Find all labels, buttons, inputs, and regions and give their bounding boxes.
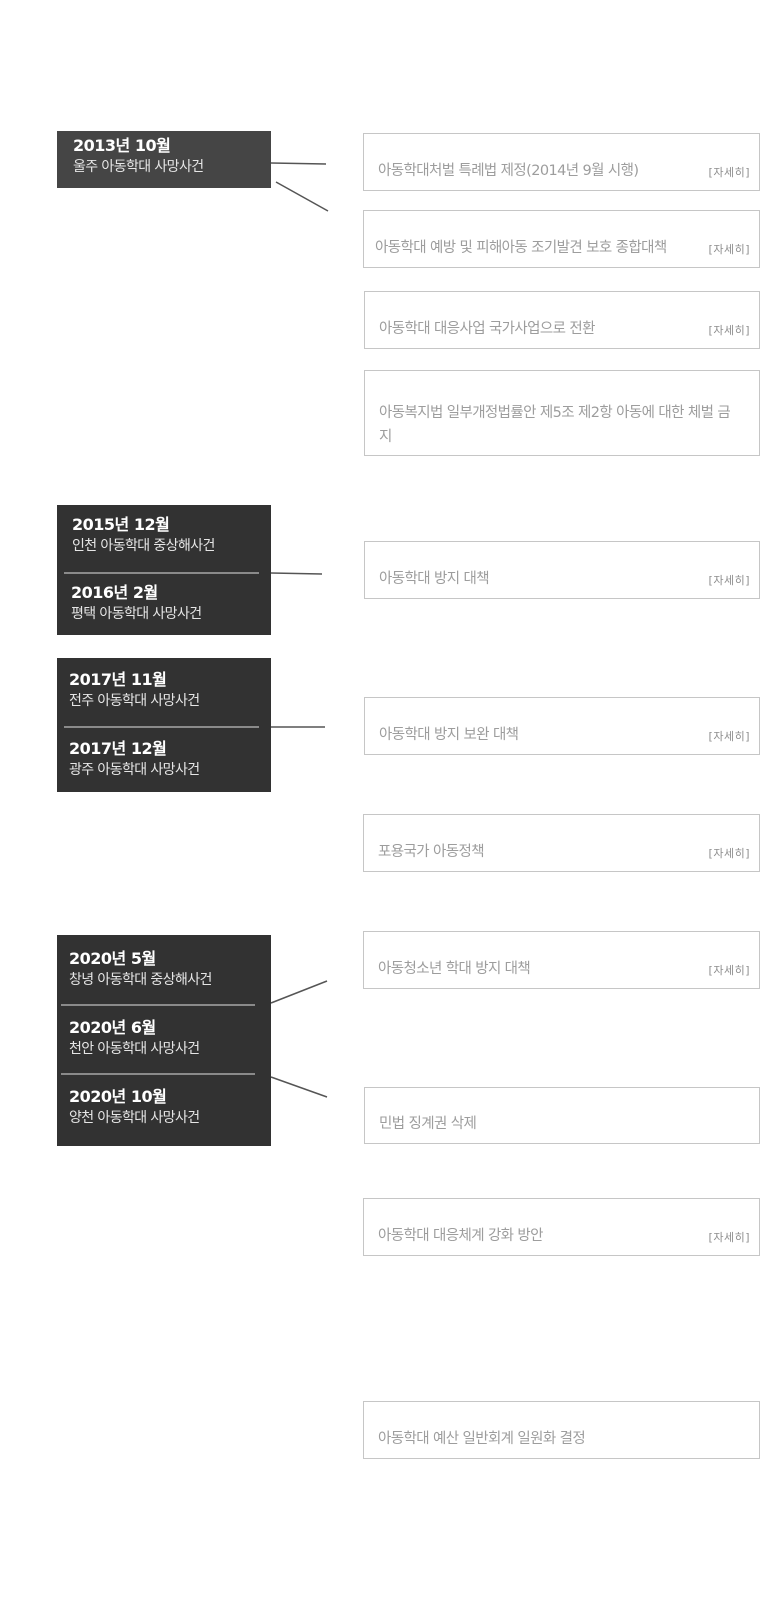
connector-line	[270, 980, 328, 1004]
event-item: 2013년 10월 울주 아동학대 사망사건	[73, 135, 259, 177]
connector-line	[275, 181, 329, 212]
event-name: 천안 아동학대 사망사건	[69, 1041, 200, 1057]
policy-title: 아동학대 예방 및 피해아동 조기발견 보호 종합대책	[375, 240, 667, 256]
event-name: 창녕 아동학대 중상해사건	[69, 972, 212, 988]
event-item: 2017년 12월 광주 아동학대 사망사건	[69, 738, 259, 780]
policy-title: 아동학대 예산 일반회계 일원화 결정	[378, 1431, 586, 1447]
event-item: 2016년 2월 평택 아동학대 사망사건	[71, 582, 259, 624]
event-item: 2020년 5월 창녕 아동학대 중상해사건	[69, 948, 259, 990]
policy-title: 아동청소년 학대 방지 대책	[378, 961, 531, 977]
policy-card: 아동학대 예산 일반회계 일원화 결정	[363, 1401, 760, 1459]
event-name: 인천 아동학대 중상해사건	[72, 538, 215, 554]
policy-title: 아동학대 대응사업 국가사업으로 전환	[379, 321, 595, 337]
event-item: 2020년 10월 양천 아동학대 사망사건	[69, 1086, 259, 1128]
policy-card: 민법 징계권 삭제	[364, 1087, 760, 1144]
connector-line	[270, 572, 323, 575]
detail-link[interactable]: [자세히]	[708, 1231, 750, 1244]
policy-title: 아동학대 방지 대책	[379, 571, 490, 587]
policy-title: 아동학대 방지 보완 대책	[379, 727, 519, 743]
detail-link[interactable]: [자세히]	[708, 964, 750, 977]
event-date: 2017년 12월	[69, 739, 167, 758]
event-date: 2015년 12월	[72, 515, 170, 534]
policy-card: 아동학대 방지 보완 대책 [자세히]	[364, 697, 760, 755]
event-item: 2017년 11월 전주 아동학대 사망사건	[69, 669, 259, 711]
policy-card: 포용국가 아동정책 [자세히]	[363, 814, 760, 872]
event-date: 2020년 10월	[69, 1087, 167, 1106]
event-group-2013: 2013년 10월 울주 아동학대 사망사건	[57, 131, 271, 188]
policy-title: 아동학대처벌 특례법 제정(2014년 9월 시행)	[378, 163, 639, 179]
event-divider	[61, 1073, 255, 1075]
event-group-2017: 2017년 11월 전주 아동학대 사망사건 2017년 12월 광주 아동학대…	[57, 658, 271, 792]
event-divider	[64, 572, 259, 574]
policy-title: 민법 징계권 삭제	[379, 1116, 477, 1132]
event-group-2015-2016: 2015년 12월 인천 아동학대 중상해사건 2016년 2월 평택 아동학대…	[57, 505, 271, 635]
policy-card: 아동학대처벌 특례법 제정(2014년 9월 시행) [자세히]	[363, 133, 760, 191]
event-date: 2017년 11월	[69, 670, 167, 689]
detail-link[interactable]: [자세히]	[708, 243, 750, 256]
event-name: 평택 아동학대 사망사건	[71, 606, 202, 622]
event-item: 2020년 6월 천안 아동학대 사망사건	[69, 1017, 259, 1059]
detail-link[interactable]: [자세히]	[708, 324, 750, 337]
policy-card: 아동학대 대응사업 국가사업으로 전환 [자세히]	[364, 291, 760, 349]
policy-card: 아동복지법 일부개정법률안 제5조 제2항 아동에 대한 체벌 금지	[364, 370, 760, 456]
event-divider	[61, 1004, 255, 1006]
connector-line	[270, 1076, 328, 1098]
policy-card: 아동학대 방지 대책 [자세히]	[364, 541, 760, 599]
event-date: 2013년 10월	[73, 136, 171, 155]
detail-link[interactable]: [자세히]	[708, 847, 750, 860]
event-date: 2020년 6월	[69, 1018, 156, 1037]
event-name: 울주 아동학대 사망사건	[73, 159, 204, 175]
policy-title: 아동학대 대응체계 강화 방안	[378, 1228, 544, 1244]
event-name: 광주 아동학대 사망사건	[69, 762, 200, 778]
detail-link[interactable]: [자세히]	[708, 574, 750, 587]
event-date: 2016년 2월	[71, 583, 158, 602]
event-name: 양천 아동학대 사망사건	[69, 1110, 200, 1126]
event-divider	[64, 726, 259, 728]
policy-card: 아동학대 예방 및 피해아동 조기발견 보호 종합대책 [자세히]	[363, 210, 760, 268]
policy-card: 아동학대 대응체계 강화 방안 [자세히]	[363, 1198, 760, 1256]
event-name: 전주 아동학대 사망사건	[69, 693, 200, 709]
event-date: 2020년 5월	[69, 949, 156, 968]
detail-link[interactable]: [자세히]	[708, 166, 750, 179]
policy-title: 포용국가 아동정책	[378, 844, 485, 860]
event-item: 2015년 12월 인천 아동학대 중상해사건	[72, 514, 259, 556]
policy-title: 아동복지법 일부개정법률안 제5조 제2항 아동에 대한 체벌 금지	[379, 405, 731, 445]
policy-card: 아동청소년 학대 방지 대책 [자세히]	[363, 931, 760, 989]
connector-line	[270, 162, 327, 165]
detail-link[interactable]: [자세히]	[708, 730, 750, 743]
event-group-2020: 2020년 5월 창녕 아동학대 중상해사건 2020년 6월 천안 아동학대 …	[57, 935, 271, 1146]
